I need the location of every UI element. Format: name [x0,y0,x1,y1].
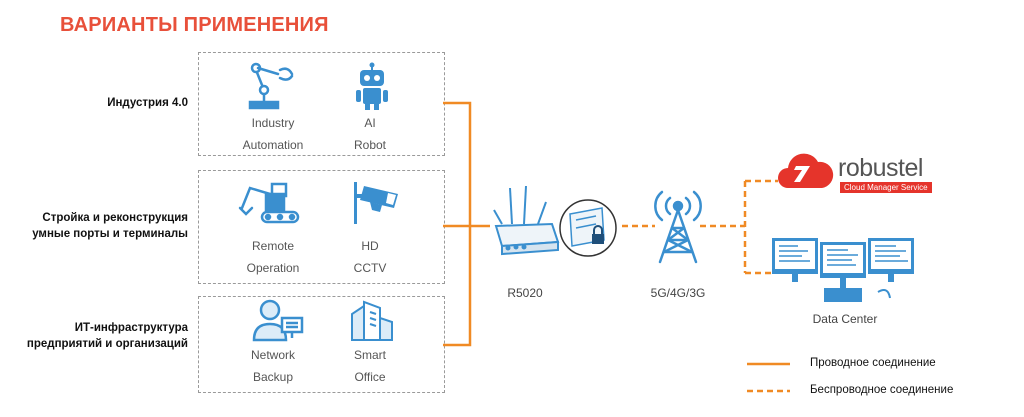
item-label-line: AI [364,116,376,130]
category-label-construction: Стройка и реконструкция умные порты и те… [10,210,188,242]
smart-office-icon [351,300,393,341]
network-backup-icon [252,299,304,342]
excavator-icon [238,182,300,224]
category-label-line: Стройка и реконструкция [42,212,188,224]
item-label-hd-cctv: HD CCTV [330,235,410,279]
brand-subtitle: Cloud Manager Service [840,182,932,193]
category-label-line: ИТ-инфраструктура [74,322,188,334]
item-label-line: Network [250,348,295,362]
category-label-industry: Индустрия 4.0 [107,97,188,109]
legend-wired: Проводное соединение [810,357,936,369]
item-label-line: Office [354,370,386,384]
category-label-line: предприятий и организаций [26,338,188,350]
tower-label: 5G/4G/3G [650,286,706,300]
item-label-line: Smart [353,348,386,362]
cloud-icon [778,153,834,188]
cctv-camera-icon [354,182,398,224]
item-label-line: Automation [242,138,304,152]
router-label: R5020 [507,286,543,300]
cell-tower-icon [654,190,702,264]
data-center-icon [772,238,914,302]
item-label-line: Remote [251,239,295,253]
data-center-label: Data Center [812,312,878,326]
item-label-remote-operation: Remote Operation [230,235,316,279]
category-label-line: умные порты и терминалы [32,228,188,240]
legend-wireless: Беспроводное соединение [810,384,954,396]
item-label-line: CCTV [353,261,387,275]
item-label-line: Backup [252,370,294,384]
robot-arm-icon [248,62,294,110]
item-label-line: HD [361,239,379,253]
brand-logo-text: robustel [838,154,923,182]
item-label-line: Robot [353,138,387,152]
item-label-smart-office: Smart Office [330,344,410,388]
category-label-it: ИТ-инфраструктура предприятий и организа… [10,320,188,352]
item-label-ai-robot: AI Robot [330,112,410,156]
item-label-industry-automation: Industry Automation [230,112,316,156]
item-label-line: Industry [251,116,295,130]
ai-robot-icon [356,62,388,110]
page-title: ВАРИАНТЫ ПРИМЕНЕНИЯ [60,14,329,36]
item-label-network-backup: Network Backup [230,344,316,388]
item-label-line: Operation [246,261,300,275]
router-icon [493,185,617,257]
